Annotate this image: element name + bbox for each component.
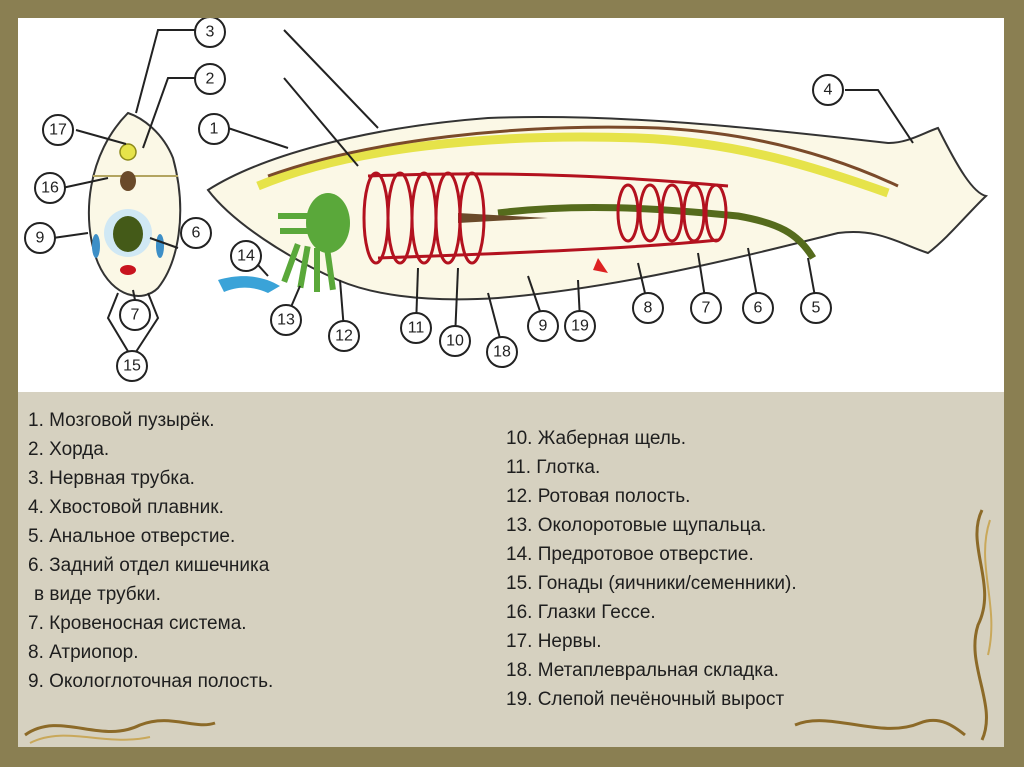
callout-6-left: 6 — [181, 218, 211, 248]
legend-item-1: 1. Мозговой пузырёк. — [28, 406, 488, 435]
svg-text:19: 19 — [571, 318, 589, 335]
legend-item-16: 16. Глазки Гессе. — [506, 598, 976, 627]
callout-19: 19 — [565, 311, 595, 341]
legend-item-9: 9. Окологлоточная полость. — [28, 667, 488, 696]
frame-left — [0, 0, 18, 767]
svg-text:1: 1 — [210, 121, 219, 138]
callout-13: 13 — [271, 305, 301, 335]
svg-text:6: 6 — [192, 225, 201, 242]
legend-item-14: 14. Предротовое отверстие. — [506, 540, 976, 569]
legend-right: 10. Жаберная щель. 11. Глотка. 12. Ротов… — [506, 424, 976, 714]
callout-3: 3 — [195, 18, 225, 47]
callout-2: 2 — [195, 64, 225, 94]
frame-right — [1004, 0, 1024, 767]
legend-left: 1. Мозговой пузырёк. 2. Хорда. 3. Нервна… — [28, 406, 488, 696]
svg-text:16: 16 — [41, 180, 59, 197]
body-side-view — [208, 117, 986, 299]
legend-item-2: 2. Хорда. — [28, 435, 488, 464]
svg-text:7: 7 — [131, 307, 140, 324]
svg-text:12: 12 — [335, 328, 353, 345]
frame-bottom — [0, 747, 1024, 767]
callout-5: 5 — [801, 293, 831, 323]
cross-section — [89, 113, 180, 296]
svg-text:8: 8 — [644, 300, 653, 317]
callout-10: 10 — [440, 326, 470, 356]
callout-15: 15 — [117, 351, 147, 381]
legend-item-5: 5. Анальное отверстие. — [28, 522, 488, 551]
ornament-bottom-left — [20, 705, 220, 747]
legend-item-7: 7. Кровеносная система. — [28, 609, 488, 638]
frame-top — [0, 0, 1024, 18]
legend-item-4: 4. Хвостовой плавник. — [28, 493, 488, 522]
svg-text:9: 9 — [539, 318, 548, 335]
svg-text:5: 5 — [812, 300, 821, 317]
svg-text:2: 2 — [206, 71, 215, 88]
callout-1: 1 — [199, 114, 229, 144]
svg-text:15: 15 — [123, 358, 141, 375]
callout-9-left: 9 — [25, 223, 55, 253]
svg-text:7: 7 — [702, 300, 711, 317]
callout-17: 17 — [43, 115, 73, 145]
svg-text:18: 18 — [493, 344, 511, 361]
callout-16: 16 — [35, 173, 65, 203]
svg-text:11: 11 — [408, 320, 425, 337]
legend-item-8: 8. Атриопор. — [28, 638, 488, 667]
svg-text:4: 4 — [824, 82, 833, 99]
legend-item-6-continued: в виде трубки. — [28, 580, 488, 609]
legend-item-15: 15. Гонады (яичники/семенники). — [506, 569, 976, 598]
callout-11: 11 — [401, 313, 431, 343]
callout-7: 7 — [691, 293, 721, 323]
callout-4: 4 — [813, 75, 843, 105]
svg-text:10: 10 — [446, 333, 464, 350]
svg-text:13: 13 — [277, 312, 295, 329]
callout-9: 9 — [528, 311, 558, 341]
svg-text:14: 14 — [237, 248, 255, 265]
callout-18: 18 — [487, 337, 517, 367]
legend-item-3: 3. Нервная трубка. — [28, 464, 488, 493]
svg-text:3: 3 — [206, 24, 215, 41]
legend-item-17: 17. Нервы. — [506, 627, 976, 656]
legend-item-13: 13. Околоротовые щупальца. — [506, 511, 976, 540]
legend-item-18: 18. Метаплевральная складка. — [506, 656, 976, 685]
callout-7-left: 7 — [120, 300, 150, 330]
svg-text:9: 9 — [36, 230, 45, 247]
callout-12: 12 — [329, 321, 359, 351]
callout-14: 14 — [231, 241, 261, 271]
lancelet-svg: 3 2 1 17 16 9 6 14 7 15 13 12 11 10 18 9… — [18, 18, 1004, 392]
callout-8: 8 — [633, 293, 663, 323]
ornament-bottom-right — [790, 705, 970, 747]
svg-text:17: 17 — [49, 122, 67, 139]
svg-text:6: 6 — [754, 300, 763, 317]
legend-item-11: 11. Глотка. — [506, 453, 976, 482]
legend-item-10: 10. Жаберная щель. — [506, 424, 976, 453]
callout-6: 6 — [743, 293, 773, 323]
legend-item-6: 6. Задний отдел кишечника — [28, 551, 488, 580]
legend-item-12: 12. Ротовая полость. — [506, 482, 976, 511]
lancelet-diagram: 3 2 1 17 16 9 6 14 7 15 13 12 11 10 18 9… — [18, 18, 1004, 392]
